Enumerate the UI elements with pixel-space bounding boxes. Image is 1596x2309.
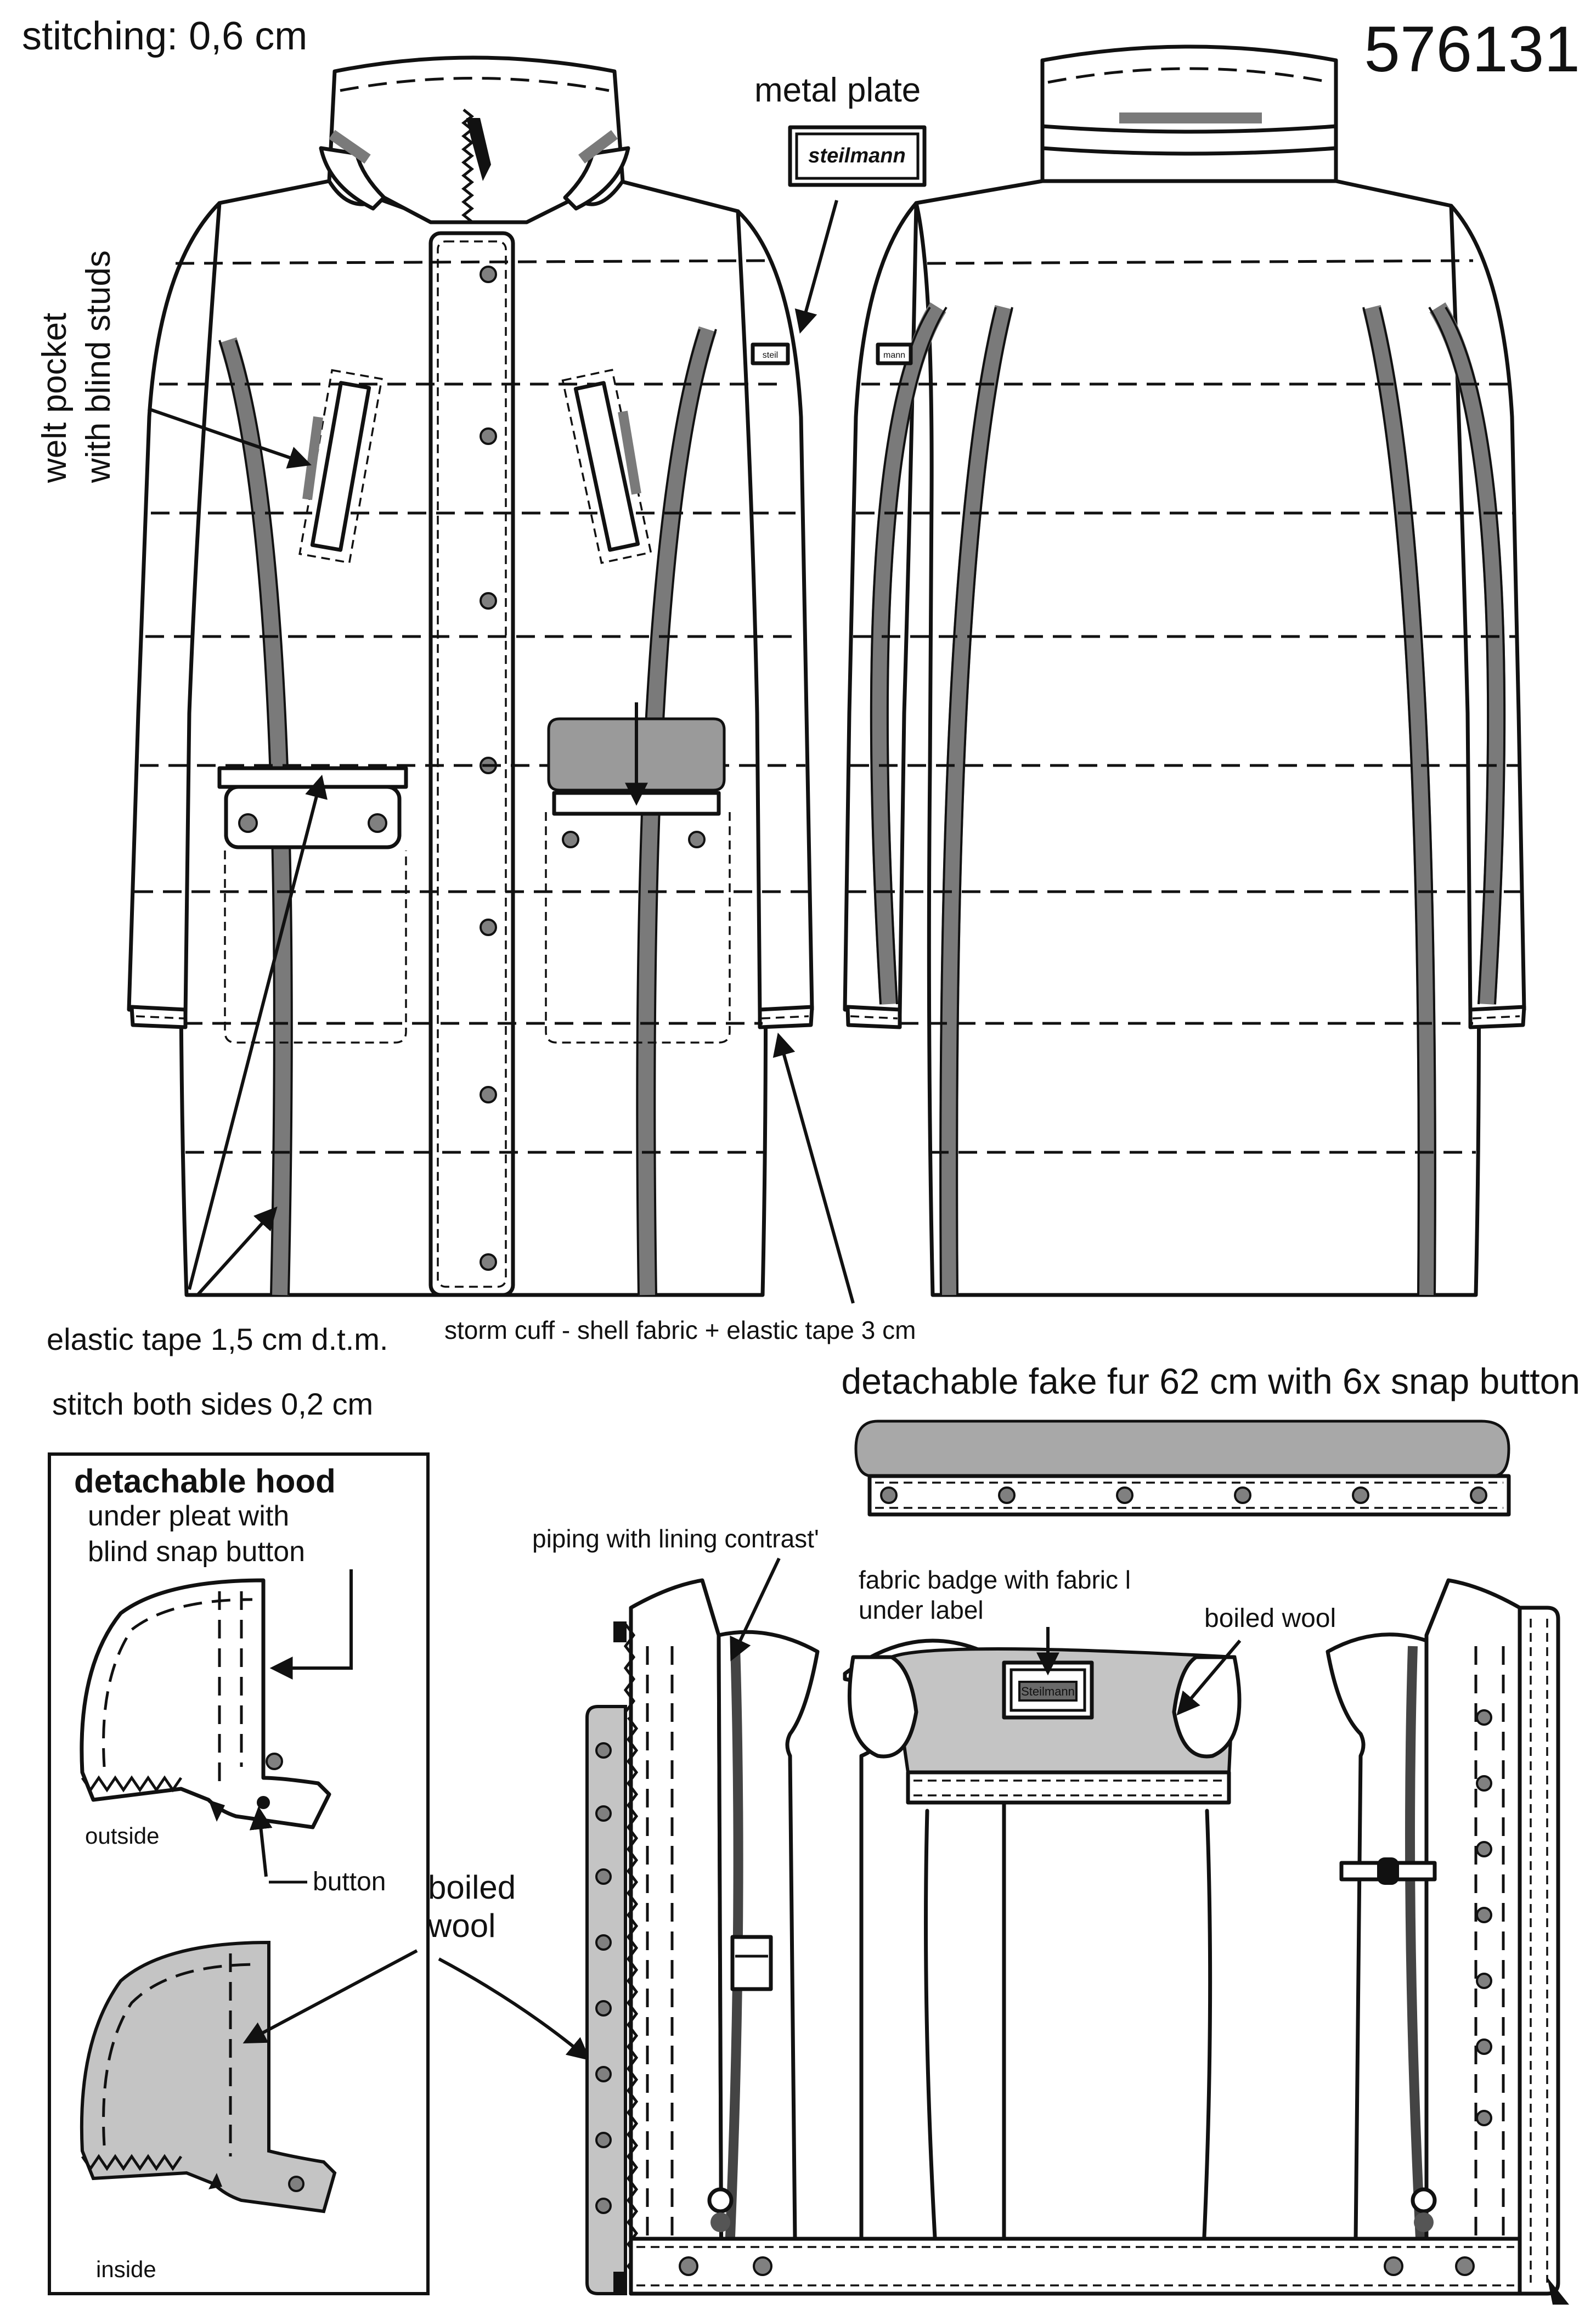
back-left-elastic-tape (870, 302, 946, 1005)
front-sleeve-metal-tag (751, 342, 790, 365)
lining-callouts: piping with lining contrast' fabric badg… (532, 1524, 1336, 1716)
welt-pocket-label-1: welt pocket (36, 313, 74, 483)
front-left-sleeve (127, 201, 222, 1017)
back-right-elastic-tape (1429, 302, 1506, 1005)
back-view: mann (843, 44, 1526, 1297)
front-welt-pocket-left (298, 369, 383, 564)
svg-text:mann: mann (883, 351, 905, 360)
hood-outside (80, 1578, 331, 1829)
under-pleat-label-2: blind snap button (88, 1536, 305, 1568)
boiled-wool-label-2: wool (427, 1907, 495, 1944)
piping-label: piping with lining contrast' (532, 1524, 819, 1553)
placket-snap-buttons (480, 266, 497, 1271)
stitch-both-sides-label: stitch both sides 0,2 cm (52, 1387, 373, 1421)
fabric-badge-label-1: fabric badge with fabric l (859, 1565, 1131, 1594)
stitching-label: stitching: 0,6 cm (22, 14, 307, 58)
boiled-wool-lining-label: boiled wool (1204, 1604, 1336, 1633)
front-left-elastic-tape (218, 337, 292, 1296)
svg-text:steil: steil (763, 351, 778, 360)
inside-label: inside (96, 2256, 156, 2282)
back-sleeve-tag (876, 342, 913, 365)
fake-fur-snap-buttons (880, 1486, 1487, 1504)
lining-inner-pocket (730, 1935, 773, 1991)
front-right-sleeve (736, 209, 814, 1017)
left-boiled-wool-facing (585, 1705, 627, 2295)
back-quilting-lines (848, 259, 1521, 1154)
lining-inside-view: Steilmann (585, 1578, 1569, 2305)
storm-cuff-label: storm cuff - shell fabric + elastic tape… (444, 1316, 916, 1344)
metal-plate-callout: metal plate steilmann (754, 71, 927, 334)
left-pocket-flap-band (217, 766, 408, 789)
detachable-hood-panel: detachable hood under pleat with blind s… (48, 1452, 430, 2295)
svg-text:steilmann: steilmann (808, 144, 905, 167)
front-right-cuff (758, 1005, 814, 1029)
fake-fur-strip (854, 1420, 1510, 1478)
fake-fur-section: detachable fake fur 62 cm with 6x snap b… (842, 1361, 1581, 1517)
hood-inside-boiled-wool (80, 1940, 337, 2214)
front-right-elastic-tape (636, 326, 717, 1296)
under-pleat-label-1: under pleat with (88, 1500, 289, 1532)
button-label: button (313, 1867, 386, 1896)
boiled-wool-hood-callout: boiled wool (242, 1869, 591, 2061)
back-neck-band (906, 1770, 1231, 1805)
article-number: 576131 (1364, 13, 1580, 86)
elastic-tape-callout: elastic tape 1,5 cm d.t.m. storm cuff - … (47, 774, 916, 1421)
svg-text:Steilmann: Steilmann (1021, 1685, 1075, 1698)
metal-plate-label: metal plate (754, 71, 921, 109)
detachable-hood-title: detachable hood (74, 1463, 336, 1500)
welt-pocket-label-2: with blind studs (80, 250, 117, 483)
front-welt-pocket-right (561, 369, 652, 564)
boiled-wool-label-1: boiled (428, 1869, 516, 1906)
fake-fur-label: detachable fake fur 62 cm with 6x snap b… (842, 1361, 1581, 1401)
front-view: steil (127, 55, 814, 1297)
metal-plate (788, 125, 927, 187)
elastic-tape-label: elastic tape 1,5 cm d.t.m. (47, 1322, 388, 1356)
outside-label: outside (85, 1823, 159, 1849)
fabric-badge-label-2: under label (859, 1596, 984, 1624)
welt-pocket-callout: welt pocket with blind studs (36, 250, 312, 483)
